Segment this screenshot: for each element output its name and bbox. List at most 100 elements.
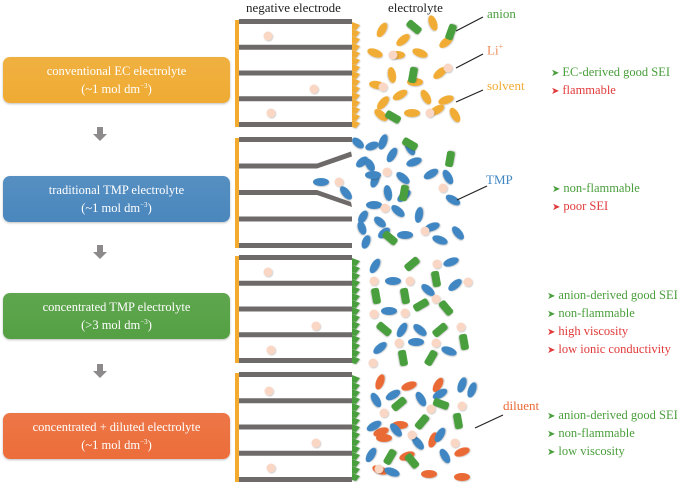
li-ion — [369, 309, 379, 319]
sei-fragment — [352, 92, 360, 100]
current-collector — [235, 256, 239, 363]
tmp-molecule — [467, 382, 477, 398]
anion-molecule — [404, 453, 420, 469]
sei-fragment — [352, 36, 360, 44]
diluent-molecule — [375, 374, 385, 390]
sei-fragment — [352, 410, 360, 418]
graphite-layer — [239, 163, 317, 169]
down-arrow-icon — [93, 127, 107, 141]
tmp-label: TMP — [486, 172, 513, 187]
graphite-layer — [239, 190, 317, 195]
properties-conventional-ec: ➤EC-derived good SEI ➤flammable — [551, 64, 670, 100]
tmp-molecule — [432, 388, 448, 400]
sei-fragment — [352, 279, 360, 287]
stage-title: traditional TMP electrolyte — [48, 182, 185, 197]
tmp-molecule — [365, 158, 375, 172]
sei-fragment — [352, 375, 360, 383]
sei-fragment — [352, 64, 360, 72]
solvent-molecule — [387, 67, 397, 83]
anion-molecule — [424, 349, 438, 367]
graphite-layer — [239, 450, 352, 456]
anion-molecule — [445, 23, 457, 41]
li-ion — [450, 438, 460, 448]
li-leader-line — [455, 53, 484, 69]
sei-fragment — [352, 396, 360, 404]
anion-molecule — [384, 110, 402, 124]
sei-fragment — [352, 349, 360, 357]
properties-traditional-tmp: ➤non-flammable ➤poor SEI — [552, 180, 640, 216]
sei-fragment — [352, 459, 360, 467]
graphite-layer-exfoliated — [317, 190, 352, 207]
stage-concentration: (~1 mol dm−3) — [81, 437, 152, 452]
arrowhead-bullet-icon: ➤ — [547, 309, 556, 320]
tmp-molecule — [370, 392, 382, 408]
graphite-layer — [239, 19, 352, 24]
tmp-molecule — [445, 194, 461, 206]
current-collector — [235, 138, 239, 248]
solvent-label: solvent — [487, 78, 525, 93]
sei-fragment — [352, 43, 360, 51]
property-item: ➤non-flammable — [547, 305, 678, 323]
anion-molecule — [406, 19, 422, 35]
property-item: ➤non-flammable — [552, 180, 640, 198]
sei-fragment — [352, 403, 360, 411]
li-ion — [443, 63, 453, 73]
li-ion — [420, 226, 430, 236]
li-ion — [400, 308, 410, 318]
stage-box-concentrated-tmp: concentrated TMP electrolyte (>3 mol dm−… — [3, 293, 230, 339]
anion-molecule — [432, 398, 450, 410]
graphite-layer — [239, 96, 352, 102]
tmp-molecule — [421, 284, 435, 296]
sei-fragment — [352, 335, 360, 343]
anion-molecule — [432, 322, 448, 338]
tmp-molecule — [383, 185, 393, 201]
tmp-molecule — [406, 157, 422, 167]
tmp-molecule — [357, 221, 367, 235]
solvent-molecule — [438, 95, 454, 105]
li-ion — [431, 338, 441, 348]
tmp-molecule — [412, 436, 424, 450]
sei-fragment — [352, 22, 360, 30]
sei-fragment — [352, 85, 360, 93]
diluent-molecule — [454, 473, 470, 481]
li-ion-label: Li+ — [487, 42, 504, 58]
graphite-layer — [239, 358, 352, 363]
solvent-molecule — [374, 109, 388, 121]
arrowhead-bullet-icon: ➤ — [551, 86, 560, 97]
sei-fragment — [352, 57, 360, 65]
anion-molecule — [412, 298, 430, 312]
tmp-molecule — [374, 216, 386, 228]
graphite-layer — [239, 44, 352, 50]
tmp-molecule — [452, 226, 464, 240]
graphite-layer — [239, 372, 352, 377]
sei-fragment — [352, 286, 360, 294]
tmp-molecule — [439, 448, 451, 464]
li-ion — [388, 50, 398, 60]
property-item: ➤EC-derived good SEI — [551, 64, 670, 82]
tmp-molecule — [457, 377, 467, 393]
anion-molecule — [398, 349, 408, 367]
li-ion — [263, 31, 273, 41]
graphite-layer — [239, 398, 352, 404]
li-ion — [431, 294, 441, 304]
property-item: ➤anion-derived good SEI — [547, 407, 678, 425]
li-ion — [463, 277, 473, 287]
sei-fragment — [352, 120, 360, 128]
solvent-molecule — [428, 15, 438, 31]
anion-molecule — [400, 287, 410, 305]
arrowhead-bullet-icon: ➤ — [547, 345, 556, 356]
anion-molecule — [431, 270, 441, 288]
arrowhead-bullet-icon: ➤ — [547, 291, 556, 302]
tmp-molecule — [390, 423, 402, 437]
property-item: ➤low viscosity — [547, 443, 678, 461]
tmp-molecule — [369, 258, 381, 274]
li-ion — [309, 84, 319, 94]
li-ion — [263, 267, 273, 277]
graphite-layer — [239, 280, 352, 286]
li-ion — [425, 108, 435, 118]
sei-fragment — [352, 99, 360, 107]
arrowhead-bullet-icon: ➤ — [547, 411, 556, 422]
graphite-layer — [239, 255, 352, 260]
anion-label: anion — [487, 6, 516, 21]
